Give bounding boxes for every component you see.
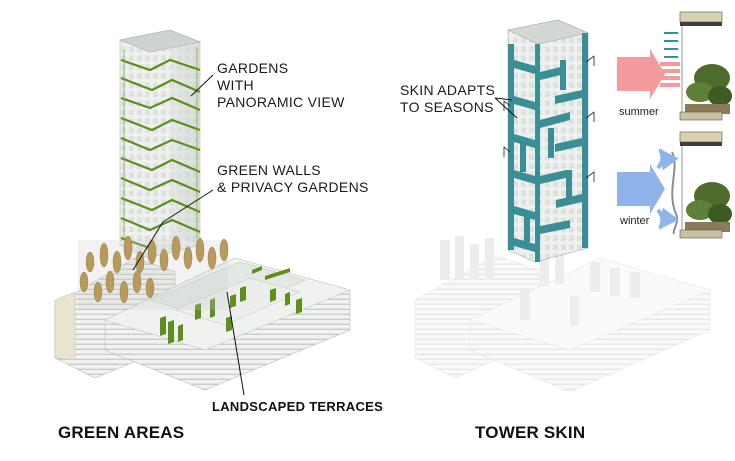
label-winter: winter — [620, 215, 649, 227]
label-landscaped-terraces: LANDSCAPED TERRACES — [212, 399, 383, 414]
winter-arrow-icon — [617, 164, 665, 214]
label-line: PANORAMIC VIEW — [217, 94, 345, 111]
label-line: GREEN WALLS — [217, 162, 369, 179]
summer-detail — [617, 12, 732, 120]
label-line: & PRIVACY GARDENS — [217, 179, 369, 196]
label-line: TO SEASONS — [400, 99, 495, 116]
summer-arrow-icon — [617, 49, 665, 99]
winter-plant — [685, 182, 732, 232]
label-skin-adapts: SKIN ADAPTS TO SEASONS — [400, 82, 495, 116]
label-gardens-panoramic: GARDENS WITH PANORAMIC VIEW — [217, 60, 345, 111]
label-green-walls: GREEN WALLS & PRIVACY GARDENS — [217, 162, 369, 196]
title-green-areas: GREEN AREAS — [58, 423, 184, 443]
label-line: WITH — [217, 77, 345, 94]
label-line: GARDENS — [217, 60, 345, 77]
title-tower-skin: TOWER SKIN — [475, 423, 585, 443]
label-summer: summer — [619, 106, 659, 118]
label-line: SKIN ADAPTS — [400, 82, 495, 99]
right-building-illustration — [415, 20, 710, 392]
summer-plant — [685, 64, 732, 114]
tree-cluster — [78, 236, 228, 310]
